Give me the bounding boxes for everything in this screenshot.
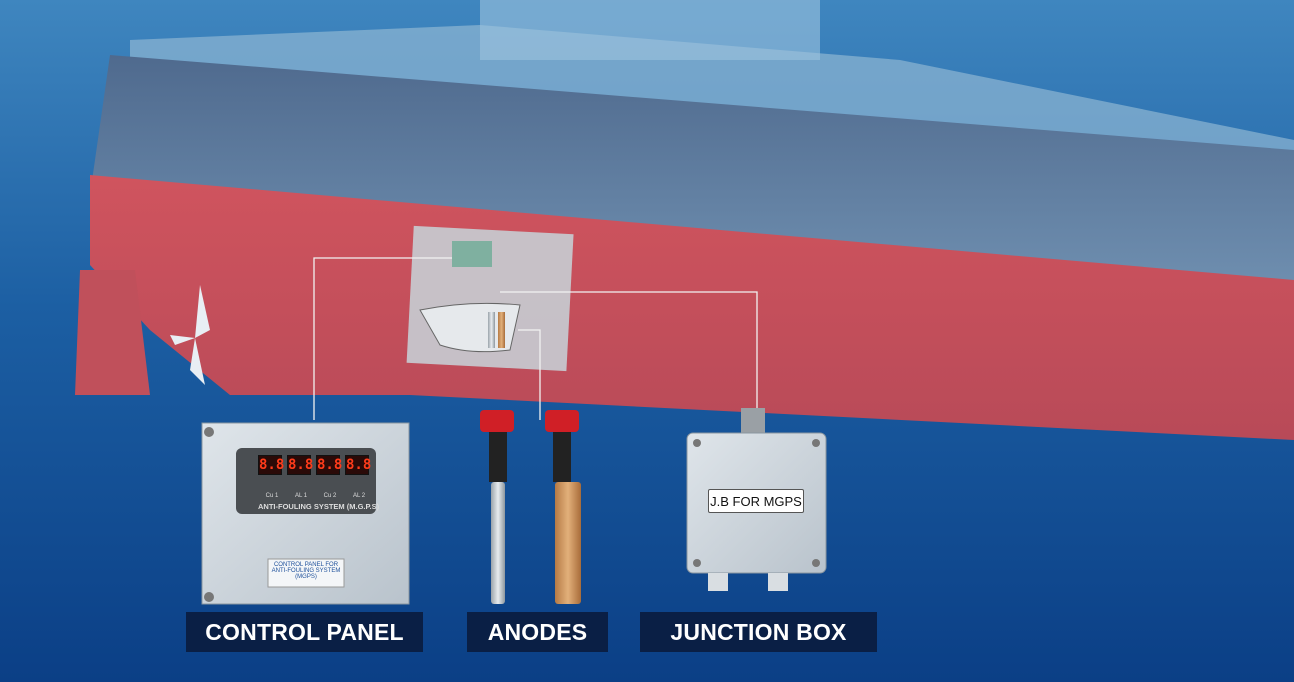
propeller-icon bbox=[170, 285, 210, 385]
led-display-2: 8.8 bbox=[287, 455, 314, 475]
panel-nameplate: CONTROL PANEL FOR ANTI-FOULING SYSTEM (M… bbox=[271, 562, 341, 580]
led-display-4: 8.8 bbox=[345, 455, 372, 475]
led-display-3: 8.8 bbox=[316, 455, 343, 475]
panel-caption: ANTI-FOULING SYSTEM (M.G.P.S) bbox=[258, 502, 380, 511]
channel-label-cu1: Cu 1 bbox=[265, 493, 279, 499]
channel-label-al1: AL 1 bbox=[294, 493, 308, 499]
junction-box-tag: J.B FOR MGPS bbox=[708, 489, 804, 513]
label-junction-box: JUNCTION BOX bbox=[640, 612, 877, 652]
anodes-photo bbox=[480, 410, 581, 604]
label-anodes: ANODES bbox=[467, 612, 608, 652]
channel-label-cu2: Cu 2 bbox=[323, 493, 337, 499]
channel-label-al2: AL 2 bbox=[352, 493, 366, 499]
led-display-1: 8.8 bbox=[258, 455, 285, 475]
label-control-panel: CONTROL PANEL bbox=[186, 612, 423, 652]
